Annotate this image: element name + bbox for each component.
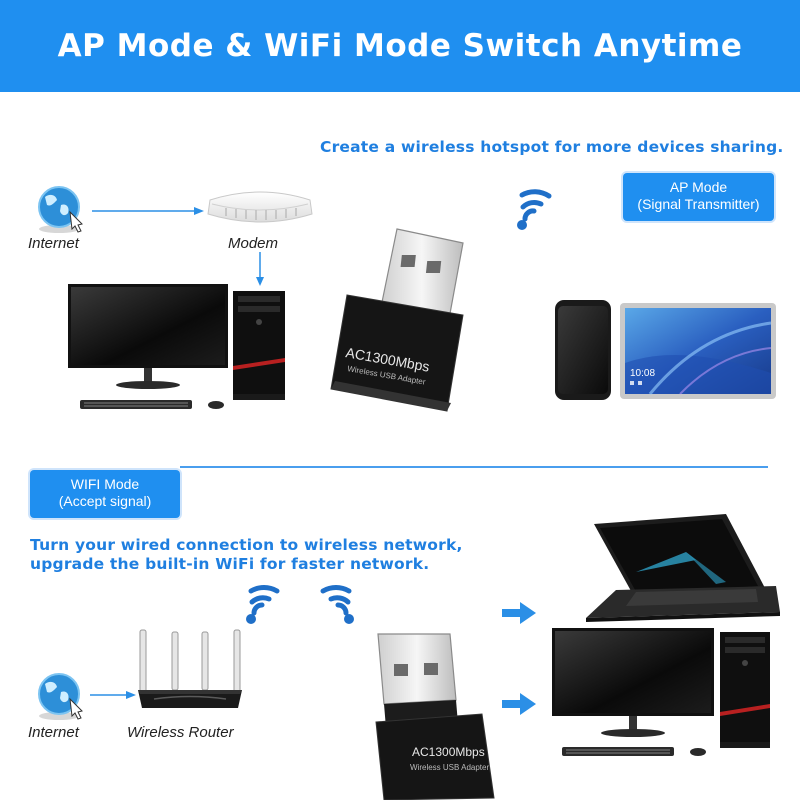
wifi-mode-badge-subtitle: (Accept signal): [58, 493, 152, 509]
modem-icon: [207, 191, 313, 223]
internet-label-bottom: Internet: [28, 724, 79, 741]
arrow-icon: [92, 207, 204, 215]
tablet-icon: 10:08: [620, 303, 776, 399]
usb-adapter-icon: AC1300Mbps Wireless USB Adapter: [330, 228, 464, 412]
wifi-mode-badge-title: WIFI Mode: [70, 476, 140, 492]
arrow-icon: [90, 691, 136, 699]
banner-title: AP Mode & WiFi Mode Switch Anytime: [57, 28, 743, 64]
internet-label-top: Internet: [28, 235, 79, 252]
arrow-icon: [256, 252, 264, 286]
ap-tagline: Create a wireless hotspot for more devic…: [320, 138, 784, 156]
arrow-icon: [502, 693, 536, 715]
modem-label: Modem: [228, 235, 279, 252]
globe-icon: [38, 186, 83, 233]
wifi-tagline-line1: Turn your wired connection to wireless n…: [30, 536, 463, 554]
wifi-signal-icon: [246, 585, 280, 624]
ap-mode-badge: AP Mode (Signal Transmitter): [623, 173, 774, 221]
adapter-sublabel-bottom: Wireless USB Adapter: [410, 763, 489, 772]
wireless-router-label: Wireless Router: [127, 724, 234, 741]
desktop-computer-icon: [68, 284, 285, 409]
router-icon: [138, 629, 242, 708]
laptop-icon: [586, 514, 780, 622]
arrow-icon: [502, 602, 536, 624]
tablet-time: 10:08: [630, 368, 655, 379]
wifi-signal-icon: [517, 189, 552, 230]
ap-mode-badge-title: AP Mode: [669, 179, 728, 195]
ap-mode-badge-subtitle: (Signal Transmitter): [637, 196, 760, 212]
desktop-computer-icon: [552, 628, 770, 756]
wifi-tagline-line2: upgrade the built-in WiFi for faster net…: [30, 555, 430, 573]
wifi-signal-icon: [320, 585, 354, 624]
wifi-mode-badge: WIFI Mode (Accept signal): [30, 470, 180, 518]
usb-adapter-icon: AC1300Mbps Wireless USB Adapter: [375, 633, 495, 800]
globe-icon: [38, 673, 83, 720]
section-divider: [180, 466, 768, 468]
title-banner: AP Mode & WiFi Mode Switch Anytime: [0, 0, 800, 92]
smartphone-icon: [555, 300, 611, 400]
adapter-label-bottom: AC1300Mbps: [412, 745, 485, 759]
